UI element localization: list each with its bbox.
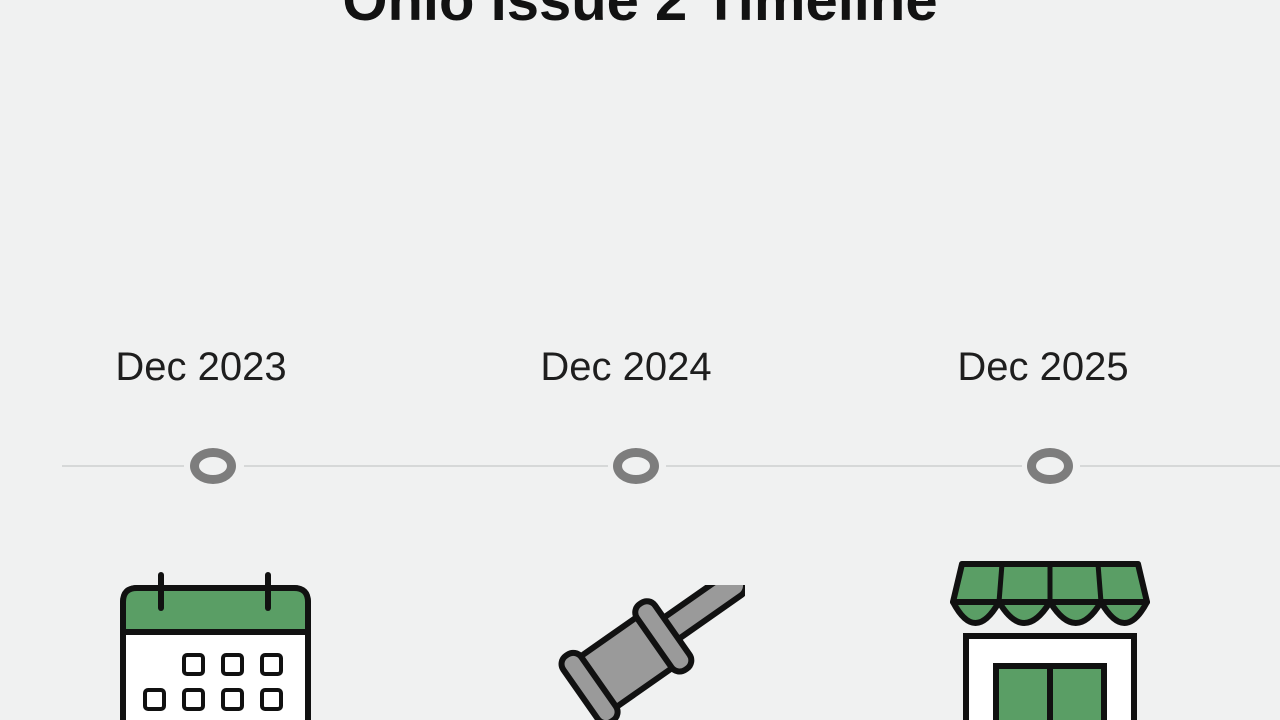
- timeline-line-1: [62, 465, 184, 467]
- milestone-marker: [1027, 448, 1073, 484]
- timeline-line-4: [1080, 465, 1280, 467]
- milestone-date: Dec 2025: [957, 345, 1129, 389]
- gavel-icon: [558, 585, 745, 720]
- timeline-line-2: [244, 465, 608, 467]
- storefront-icon: [950, 561, 1150, 720]
- timeline-line-3: [666, 465, 1022, 467]
- calendar-icon: [120, 572, 311, 720]
- milestone-marker: [613, 448, 659, 484]
- milestone-date: Dec 2023: [115, 345, 287, 389]
- milestone-date: Dec 2024: [540, 345, 712, 389]
- milestone-marker: [190, 448, 236, 484]
- page-title: Ohio Issue 2 Timeline: [342, 0, 938, 33]
